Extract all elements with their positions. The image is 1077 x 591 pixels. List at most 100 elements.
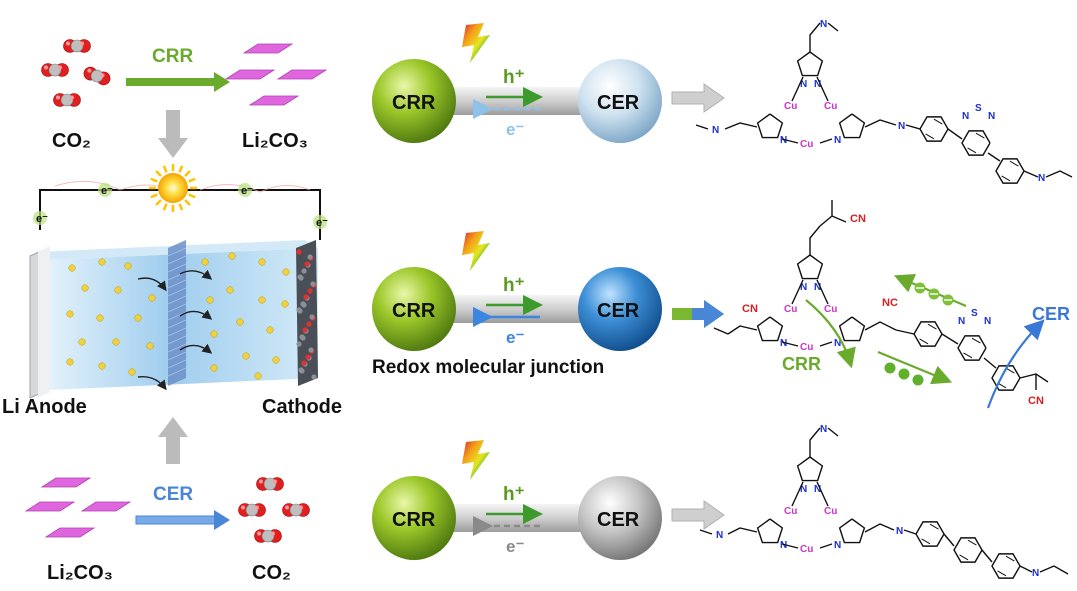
atom-label: Cu xyxy=(800,342,813,353)
atom-label: N xyxy=(898,121,905,132)
co2-top-label: CO₂ xyxy=(52,130,91,152)
cathode-particle xyxy=(296,249,302,255)
li2co3-bottom-label: Li₂CO₃ xyxy=(47,562,113,584)
li-ion xyxy=(258,258,266,266)
bond xyxy=(997,570,1007,577)
cathode-label: Cathode xyxy=(262,396,342,418)
bond xyxy=(864,523,895,533)
li-ion xyxy=(281,300,289,308)
bond xyxy=(1045,170,1073,178)
atom-label: Cu xyxy=(800,544,813,555)
mesh-line xyxy=(167,303,187,313)
crr-arrow-label: CRR xyxy=(152,46,194,67)
bond xyxy=(1005,367,1015,374)
bond xyxy=(864,321,897,331)
atom-label: N xyxy=(814,282,821,293)
sun-ray xyxy=(150,193,158,199)
mesh-line xyxy=(167,295,187,305)
cathode-particle xyxy=(304,261,310,267)
li-ion xyxy=(128,368,136,376)
bond xyxy=(713,327,729,335)
bond xyxy=(929,523,939,530)
atom-label: Cu xyxy=(800,139,813,150)
bond xyxy=(727,527,758,535)
atom-label: S xyxy=(975,103,982,114)
sun-ray xyxy=(188,177,196,183)
bond xyxy=(903,529,917,535)
sun-ray xyxy=(188,193,196,199)
crr-sphere-label: CRR xyxy=(392,300,436,322)
bond xyxy=(953,537,983,563)
atom-label: CN xyxy=(1028,395,1044,407)
mesh-line xyxy=(167,319,187,329)
bond xyxy=(991,553,1021,579)
li-ion xyxy=(96,314,104,322)
li-ion xyxy=(282,268,290,276)
bond xyxy=(796,456,824,482)
atom-label: N xyxy=(834,540,841,551)
li2co3-flakes-top xyxy=(224,43,328,106)
bond xyxy=(895,329,915,335)
li2co3-flake xyxy=(242,43,294,54)
electron-dot xyxy=(884,362,896,374)
mesh-line xyxy=(167,359,187,369)
bond xyxy=(991,365,1021,391)
co2-molecule xyxy=(53,93,81,107)
li-ion xyxy=(210,330,218,338)
li2co3-flake xyxy=(44,527,96,538)
li-ion xyxy=(206,296,214,304)
cathode-particle xyxy=(308,347,314,353)
li-ion xyxy=(81,284,89,292)
li2co3-flake xyxy=(40,477,92,488)
crr-sphere xyxy=(372,267,456,351)
cathode-particle xyxy=(298,367,304,373)
bond xyxy=(756,518,784,544)
cer-sphere xyxy=(578,59,662,143)
co2-molecule xyxy=(254,529,282,543)
circuit-electrons: e⁻e⁻e⁻e⁻ xyxy=(33,183,328,229)
sun-ray xyxy=(178,203,184,211)
mesh-line xyxy=(167,327,187,337)
down-arrow xyxy=(158,110,188,158)
co2-molecules-top xyxy=(41,39,111,107)
co2-bottom-label: CO₂ xyxy=(252,562,291,584)
atom-label: N xyxy=(820,19,827,30)
bond xyxy=(695,124,709,130)
bond xyxy=(781,543,799,549)
cer-arrow xyxy=(135,510,230,530)
cer-sphere-label: CER xyxy=(597,92,640,114)
li-ion xyxy=(272,356,280,364)
atom-label: N xyxy=(780,135,787,146)
co2-molecule xyxy=(41,63,69,77)
electron-dot xyxy=(898,368,910,380)
atom-label: N xyxy=(958,316,965,327)
bond xyxy=(967,147,977,154)
hole-label: h⁺ xyxy=(503,484,525,505)
sun-ray xyxy=(162,203,168,211)
crr-sphere-label: CRR xyxy=(392,509,436,531)
electron-label: e⁻ xyxy=(36,213,48,225)
up-arrow xyxy=(158,417,188,464)
atom-label: N xyxy=(1032,568,1039,579)
cathode-particle xyxy=(296,307,302,313)
atom-label: Cu xyxy=(824,101,837,112)
li-ion xyxy=(254,372,262,380)
atom-label: N xyxy=(814,79,821,90)
atom-label: N xyxy=(988,111,995,122)
atom-label: N xyxy=(814,484,821,495)
atom-label: N xyxy=(800,79,807,90)
atom-label: N xyxy=(800,484,807,495)
bond xyxy=(957,335,987,361)
li-ion xyxy=(226,286,234,294)
cathode-particle xyxy=(305,354,311,360)
atom-label: N xyxy=(780,338,787,349)
li-ion xyxy=(66,358,74,366)
li-ion xyxy=(242,352,250,360)
li-ion xyxy=(78,338,86,346)
li2co3-flake xyxy=(224,69,276,80)
cathode-particle xyxy=(306,321,312,327)
